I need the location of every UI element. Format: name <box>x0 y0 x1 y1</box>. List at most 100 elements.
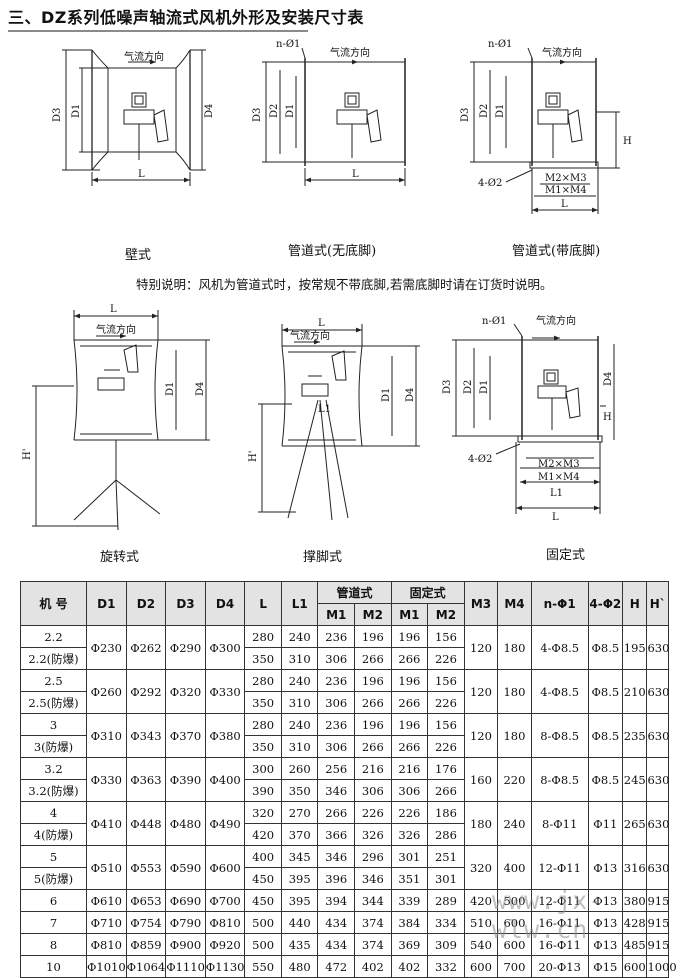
table-cell: 374 <box>354 911 392 934</box>
table-cell: 266 <box>354 691 392 714</box>
cell-d1: Φ410 <box>86 801 127 846</box>
cell-d2: Φ363 <box>125 757 167 802</box>
table-cell: 500 <box>244 911 282 934</box>
caption-fixed: 固定式 <box>546 548 586 563</box>
table-cell: 266 <box>390 647 429 670</box>
model-cell: 3.2 <box>20 757 87 780</box>
ductfoot-d1-label: D1 <box>495 104 506 118</box>
table-cell: 236 <box>317 713 356 736</box>
cell-h: 210 <box>622 669 648 714</box>
cell-d4: Φ300 <box>204 625 246 670</box>
cell-m4: 220 <box>497 757 532 802</box>
table-cell: Φ810 <box>86 933 127 956</box>
caption-rotary: 旋转式 <box>100 550 140 565</box>
table-cell: 226 <box>354 801 392 824</box>
header-d1: D1 <box>86 581 127 626</box>
header-model: 机 号 <box>20 581 87 626</box>
table-cell: 500 <box>497 889 532 912</box>
fixed-4phi2-label: 4-Ø2 <box>468 454 492 465</box>
header-l1: L1 <box>280 581 319 626</box>
table-cell: 306 <box>354 779 392 802</box>
caption-duct-with-foot: 管道式(带底脚) <box>512 244 601 259</box>
table-cell: 310 <box>280 647 319 670</box>
model-cell: 3.2(防爆) <box>20 779 87 802</box>
table-cell: 196 <box>390 669 429 692</box>
fixed-d3-label: D3 <box>442 380 453 394</box>
cell-d3: Φ320 <box>165 669 206 714</box>
table-cell: 236 <box>317 669 356 692</box>
cell-hp: 630 <box>646 845 669 890</box>
ductfoot-h-label: H <box>623 136 632 147</box>
table-cell: Φ13 <box>587 889 624 912</box>
table-cell: 400 <box>244 845 282 868</box>
table-cell: Φ900 <box>165 933 206 956</box>
table-cell: 390 <box>244 779 282 802</box>
cell-d2: Φ553 <box>125 845 167 890</box>
table-cell: 435 <box>280 933 319 956</box>
table-cell: 226 <box>427 691 465 714</box>
table-cell: 350 <box>244 691 282 714</box>
table-cell: 196 <box>390 625 429 648</box>
table-cell: Φ1110 <box>165 955 206 978</box>
caption-wall: 壁式 <box>125 248 152 263</box>
cell-4phi2: Φ8.5 <box>587 669 624 714</box>
model-cell: 2.2 <box>20 625 87 648</box>
cell-d1: Φ330 <box>86 757 127 802</box>
table-cell: 226 <box>427 647 465 670</box>
table-cell: 472 <box>317 955 356 978</box>
fixed-d2-label: D2 <box>463 380 474 394</box>
header-d3: D3 <box>165 581 206 626</box>
table-cell: 384 <box>390 911 429 934</box>
header-m4: M4 <box>497 581 532 626</box>
fixed-l1-label: L1 <box>550 488 563 499</box>
model-cell: 5(防爆) <box>20 867 87 890</box>
table-cell: 240 <box>280 625 319 648</box>
table-cell: 266 <box>427 779 465 802</box>
duct-no-foot-drawing <box>262 47 406 186</box>
cell-m3: 120 <box>463 669 499 714</box>
table-cell: 395 <box>280 867 319 890</box>
cell-d4: Φ600 <box>204 845 246 890</box>
table-cell: 915 <box>646 933 669 956</box>
table-cell: 402 <box>390 955 429 978</box>
model-cell: 4 <box>20 801 87 824</box>
header-d4: D4 <box>204 581 246 626</box>
table-cell: 480 <box>280 955 319 978</box>
model-cell: 10 <box>20 955 87 978</box>
table-cell: 196 <box>354 669 392 692</box>
table-cell: 334 <box>427 911 465 934</box>
table-cell: 306 <box>317 691 356 714</box>
table-cell: 600 <box>497 911 532 934</box>
cell-m4: 240 <box>497 801 532 846</box>
cell-nphi1: 8-Φ8.5 <box>530 713 589 758</box>
duct-l-label: L <box>352 169 359 180</box>
cell-hp: 630 <box>646 669 669 714</box>
model-cell: 2.2(防爆) <box>20 647 87 670</box>
ductfoot-airflow-label: 气流方向 <box>542 46 582 59</box>
table-cell: 550 <box>244 955 282 978</box>
table-cell: 289 <box>427 889 465 912</box>
table-cell: 326 <box>390 823 429 846</box>
table-cell: 156 <box>427 713 465 736</box>
table-cell: 700 <box>497 955 532 978</box>
table-cell: 450 <box>244 889 282 912</box>
cell-4phi2: Φ8.5 <box>587 625 624 670</box>
table-cell: Φ15 <box>587 955 624 978</box>
table-cell: Φ700 <box>204 889 246 912</box>
cell-4phi2: Φ8.5 <box>587 757 624 802</box>
header-fixed: 固定式 <box>390 581 465 604</box>
table-cell: 915 <box>646 911 669 934</box>
caption-stand: 撑脚式 <box>303 550 343 565</box>
cell-nphi1: 4-Φ8.5 <box>530 625 589 670</box>
cell-nphi1: 8-Φ11 <box>530 801 589 846</box>
table-cell: 216 <box>354 757 392 780</box>
